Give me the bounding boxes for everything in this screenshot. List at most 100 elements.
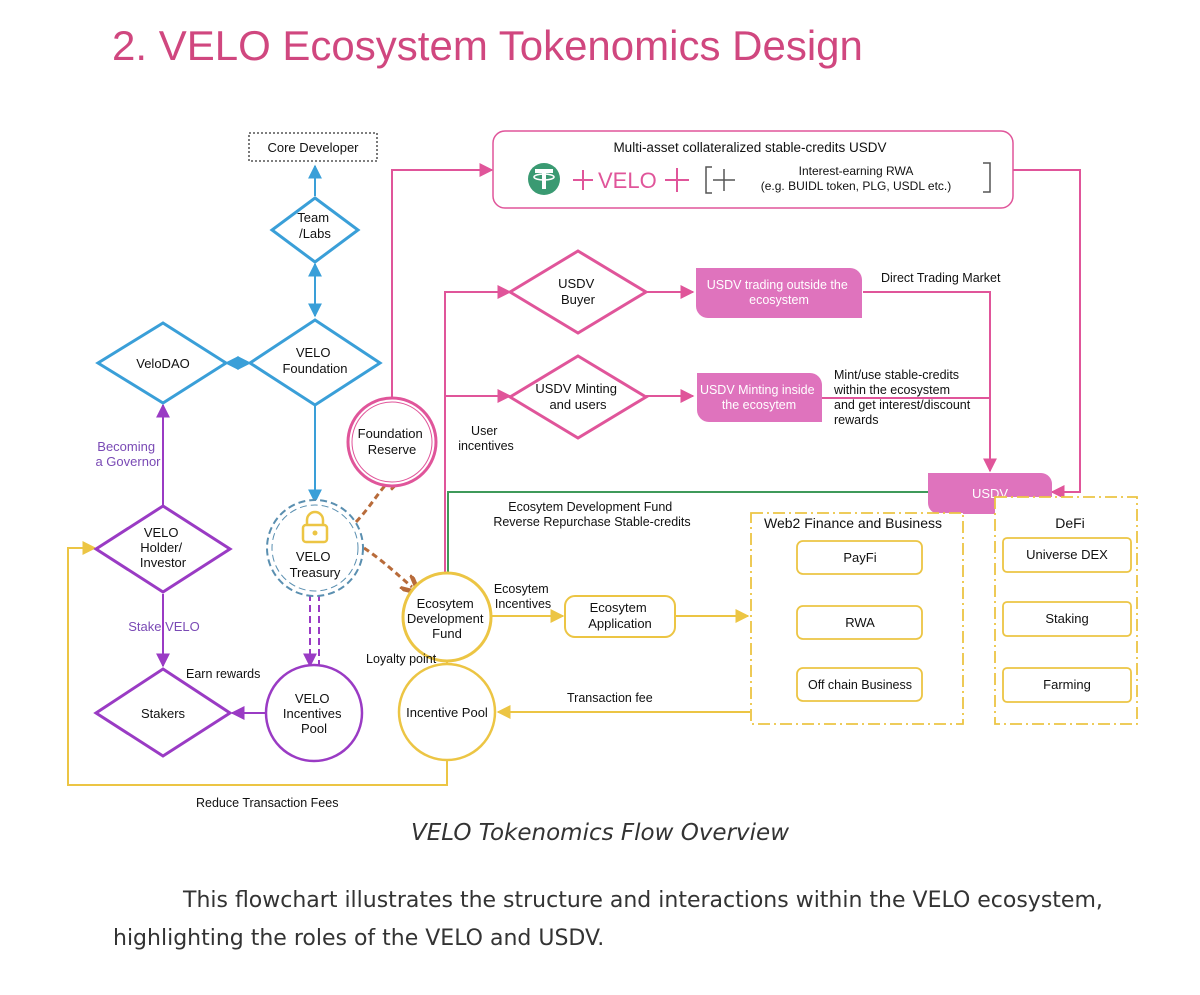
arrow-reserve-to-multiasset (391, 163, 494, 418)
mint-use-line1: Mint/use stable-credits (834, 368, 959, 382)
usdv-trading-line1: USDV trading outside the (707, 278, 848, 292)
user-incentives-line2: incentives (458, 439, 514, 453)
foundation-reserve-node: Foundation Reserve (346, 396, 438, 488)
web2-title: Web2 Finance and Business (764, 515, 942, 531)
velo-incentives-pool-node: VELO Incentives Pool (264, 663, 364, 763)
flow-labels: Becoming a Governor Stake VELO Earn rewa… (95, 271, 1001, 810)
web2-item-payfi: PayFi (843, 550, 876, 565)
eco-dev-fund-line3: Fund (432, 626, 462, 641)
earn-rewards-label: Earn rewards (186, 667, 260, 681)
plus-icon (573, 170, 593, 190)
eco-dev-fund-text-line1: Ecosytem Development Fund (508, 500, 672, 514)
velo-treasury-line2: Treasury (290, 565, 341, 580)
svg-text:USDV Buyer: USDV Buyer (558, 276, 598, 307)
mint-use-line4: rewards (834, 413, 878, 427)
body-paragraph: This flowchart illustrates the structure… (113, 888, 1103, 951)
stakers-node: Stakers (93, 667, 233, 758)
multi-asset-title: Multi-asset collateralized stable-credit… (613, 140, 886, 155)
svg-text:Ecosytem Incentives: Ecosytem Incentives (494, 582, 552, 611)
svg-text:Becoming a Governor: Becoming a Governor (95, 439, 161, 469)
usdv-inside-line1: USDV Minting inside (700, 383, 815, 397)
svg-text:Foundation Reserve: Foundation Reserve (358, 426, 427, 457)
velo-treasury-line1: VELO (296, 549, 331, 564)
multi-asset-box: Multi-asset collateralized stable-credit… (492, 130, 1014, 209)
usdv-buyer-line2: Buyer (561, 292, 596, 307)
velo-holder-line3: Investor (140, 555, 187, 570)
reduce-fees-label: Reduce Transaction Fees (196, 796, 338, 810)
incentives-pool-line2: Incentives (283, 706, 342, 721)
becoming-governor-line2: a Governor (95, 454, 161, 469)
usdv-buyer-node: USDV Buyer (507, 249, 649, 335)
velodao-label: VeloDAO (136, 356, 189, 371)
defi-item-staking: Staking (1045, 611, 1088, 626)
usdv-minting-line1: USDV Minting (535, 381, 617, 396)
svg-text:VELO Foundation: VELO Foundation (282, 345, 347, 376)
transaction-fee-label: Transaction fee (567, 691, 653, 705)
eco-dev-fund-line1: Ecosytem (417, 596, 474, 611)
direct-trading-label: Direct Trading Market (881, 271, 1001, 285)
stake-velo-label: Stake VELO (128, 619, 200, 634)
usdv-minting-node: USDV Minting and users (507, 354, 649, 440)
svg-text:User incentives: User incentives (458, 424, 514, 453)
usdv-trading-line2: ecosystem (749, 293, 809, 307)
core-developer-label: Core Developer (267, 140, 359, 155)
multi-asset-rwa-line1: Interest-earning RWA (799, 164, 914, 178)
team-labs-line2: /Labs (299, 226, 331, 241)
bracket-icon (983, 162, 991, 193)
svg-text:Ecosytem Application: Ecosytem Application (588, 600, 652, 631)
eco-application-node: Ecosytem Application (564, 595, 676, 638)
svg-text:VELO Incentives Po: VELO Incentives Pool (283, 691, 345, 736)
eco-application-line2: Application (588, 616, 652, 631)
velo-foundation-line2: Foundation (282, 361, 347, 376)
bracket-plus-icon (705, 166, 735, 194)
eco-dev-fund-node: Ecosytem Development Fund (401, 571, 493, 663)
eco-dev-fund-text-line2: Reverse Repurchase Stable-credits (493, 515, 690, 529)
figure-caption: VELO Tokenomics Flow Overview (410, 820, 790, 846)
defi-panel: DeFi Universe DEX Staking Farming (994, 496, 1138, 725)
tokenomics-flowchart: Core Developer Team /Labs VeloDAO VELO F… (67, 130, 1138, 810)
arrow-trading-to-usdv (863, 291, 997, 473)
page-title: 2. VELO Ecosystem Tokenomics Design (112, 22, 863, 69)
multi-asset-velo: VELO (598, 168, 657, 193)
velo-treasury-node: VELO Treasury (266, 499, 364, 597)
eco-application-line1: Ecosytem (590, 600, 647, 615)
core-developer-node: Core Developer (248, 132, 378, 162)
svg-text:USDV Minting and users: USDV Minting and users (535, 381, 620, 412)
web2-item-rwa: RWA (845, 615, 875, 630)
svg-text:Mint/use stable-credits: Mint/use stable-credits within the ecosy… (833, 368, 974, 427)
usdv-buyer-line1: USDV (558, 276, 594, 291)
user-incentives-line1: User (471, 424, 497, 438)
svg-text:Team /Labs: Team /Labs (297, 210, 332, 241)
velo-holder-line1: VELO (144, 525, 179, 540)
svg-text:VELO Holder/ Inves: VELO Holder/ Investor (140, 525, 187, 570)
arrow-fund-to-buyer (444, 285, 512, 585)
web2-panel: Web2 Finance and Business PayFi RWA Off … (750, 512, 964, 725)
foundation-reserve-line2: Reserve (368, 442, 416, 457)
svg-text:Ecosytem Development Fund: Ecosytem Development Fund Reverse Repurc… (493, 500, 690, 529)
incentive-pool-node: Incentive Pool (397, 662, 497, 762)
web2-item-offchain: Off chain Business (808, 678, 912, 692)
svg-text:USDV trading outside the: USDV trading outside the ecosystem (707, 278, 852, 307)
velo-foundation-line1: VELO (296, 345, 331, 360)
svg-text:VELO Treasury: VELO Treasury (290, 549, 341, 580)
eco-dev-fund-line2: Development (407, 611, 484, 626)
becoming-governor-line1: Becoming (97, 439, 155, 454)
usdv-inside-line2: the ecosytem (722, 398, 796, 412)
usdv-minting-line2: and users (549, 397, 607, 412)
foundation-reserve-line1: Foundation (358, 426, 423, 441)
eco-incentives-line2: Incentives (495, 597, 551, 611)
arrow-reduce-fees-loop (67, 541, 448, 786)
mint-use-line3: and get interest/discount (834, 398, 971, 412)
velo-foundation-node: VELO Foundation (247, 318, 383, 407)
arrow-treasury-to-fund (363, 546, 412, 587)
svg-text:Ecosytem Development: Ecosytem Development Fund (407, 596, 487, 641)
defi-title: DeFi (1055, 515, 1085, 531)
eco-incentives-line1: Ecosytem (494, 582, 549, 596)
plus-icon (665, 168, 689, 192)
svg-text:USDV Minting inside the: USDV Minting inside the ecosytem (700, 383, 818, 412)
usdv-trading-outside-node: USDV trading outside the ecosystem (696, 268, 862, 318)
loyalty-point-label: Loyalty point (366, 652, 437, 666)
incentives-pool-line1: VELO (295, 691, 330, 706)
stakers-label: Stakers (141, 706, 186, 721)
velo-holder-node: VELO Holder/ Investor (93, 504, 233, 594)
